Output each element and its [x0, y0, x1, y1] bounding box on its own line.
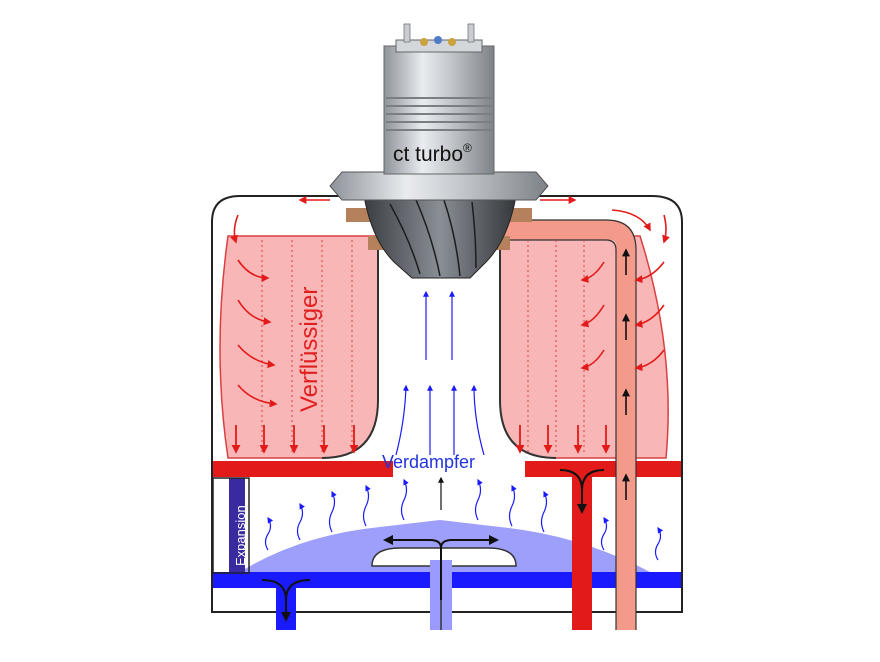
compressor-label: ct turbo®: [393, 141, 472, 166]
hot-gas-pipe: [500, 220, 636, 630]
condensate-bar-left: [213, 461, 393, 477]
condensate-arrows: [231, 425, 611, 454]
condensate-bar-right: [525, 461, 681, 477]
evaporator-label: Verdampfer: [382, 452, 476, 472]
seal-right: [510, 208, 532, 222]
compressor-flange: [329, 171, 549, 201]
liquid-flow-arrows: [261, 469, 605, 622]
evaporator-throat: [321, 236, 557, 459]
boiling-arrows: [264, 478, 664, 561]
vapor-arrows: [395, 290, 485, 456]
seal-left: [346, 208, 370, 222]
compressor-bolts: [403, 23, 475, 46]
impeller-blades: [389, 199, 477, 277]
compressor-housing: [383, 45, 495, 175]
evaporator-pool: [240, 520, 650, 572]
impeller: [363, 195, 517, 279]
evaporator-pool-island: [371, 547, 517, 567]
compressor-fins: [386, 97, 492, 131]
expansion-column: [229, 478, 245, 572]
expansion-label: Expansion: [233, 505, 248, 566]
condenser-label: Verflüssiger: [296, 286, 323, 412]
expansion-frame: [212, 477, 250, 574]
condenser-flow-arrows: [230, 196, 670, 408]
hot-gas-pipe-outline: [500, 219, 637, 630]
